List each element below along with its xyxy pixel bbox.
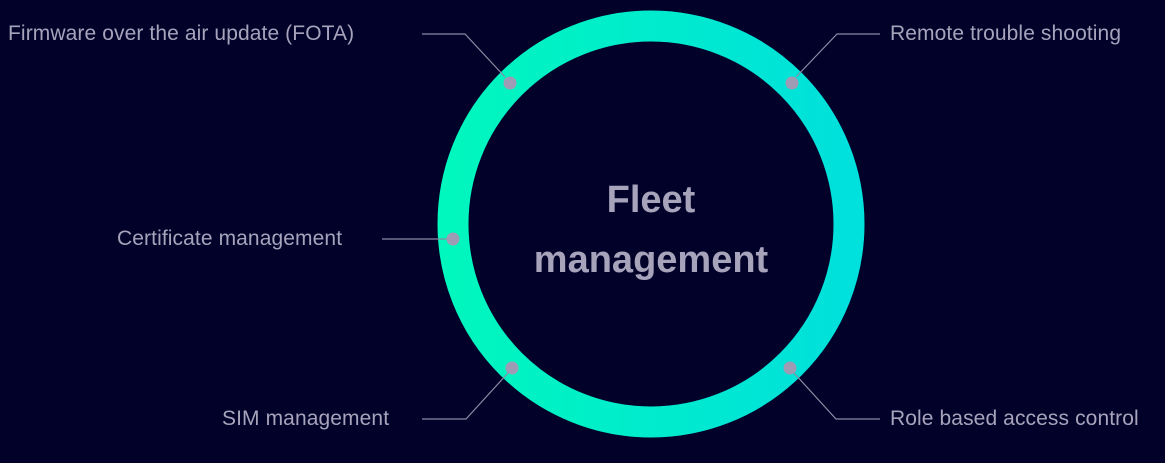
connector-bottom-right bbox=[793, 372, 880, 420]
connector-bottom-left bbox=[422, 372, 509, 420]
dot-bottom-right bbox=[783, 361, 797, 375]
feature-label-role-based-access-control: Role based access control bbox=[890, 407, 1139, 430]
dot-top-left bbox=[503, 76, 517, 90]
dot-bottom-left bbox=[505, 361, 519, 375]
center-title-line1: Fleet bbox=[606, 179, 696, 221]
feature-label-certificate-management: Certificate management bbox=[117, 227, 343, 250]
dot-top-right bbox=[785, 76, 799, 90]
center-title: Fleet management bbox=[500, 170, 802, 290]
feature-label-fota: Firmware over the air update (FOTA) bbox=[8, 22, 355, 45]
feature-label-sim-management: SIM management bbox=[222, 407, 390, 430]
dot-mid-left bbox=[446, 232, 460, 246]
central-ring bbox=[437, 10, 865, 438]
center-title-line2: management bbox=[533, 239, 769, 281]
feature-label-remote-trouble-shooting: Remote trouble shooting bbox=[890, 22, 1122, 45]
connector-top-right bbox=[795, 33, 880, 78]
connector-top-left bbox=[422, 33, 506, 78]
